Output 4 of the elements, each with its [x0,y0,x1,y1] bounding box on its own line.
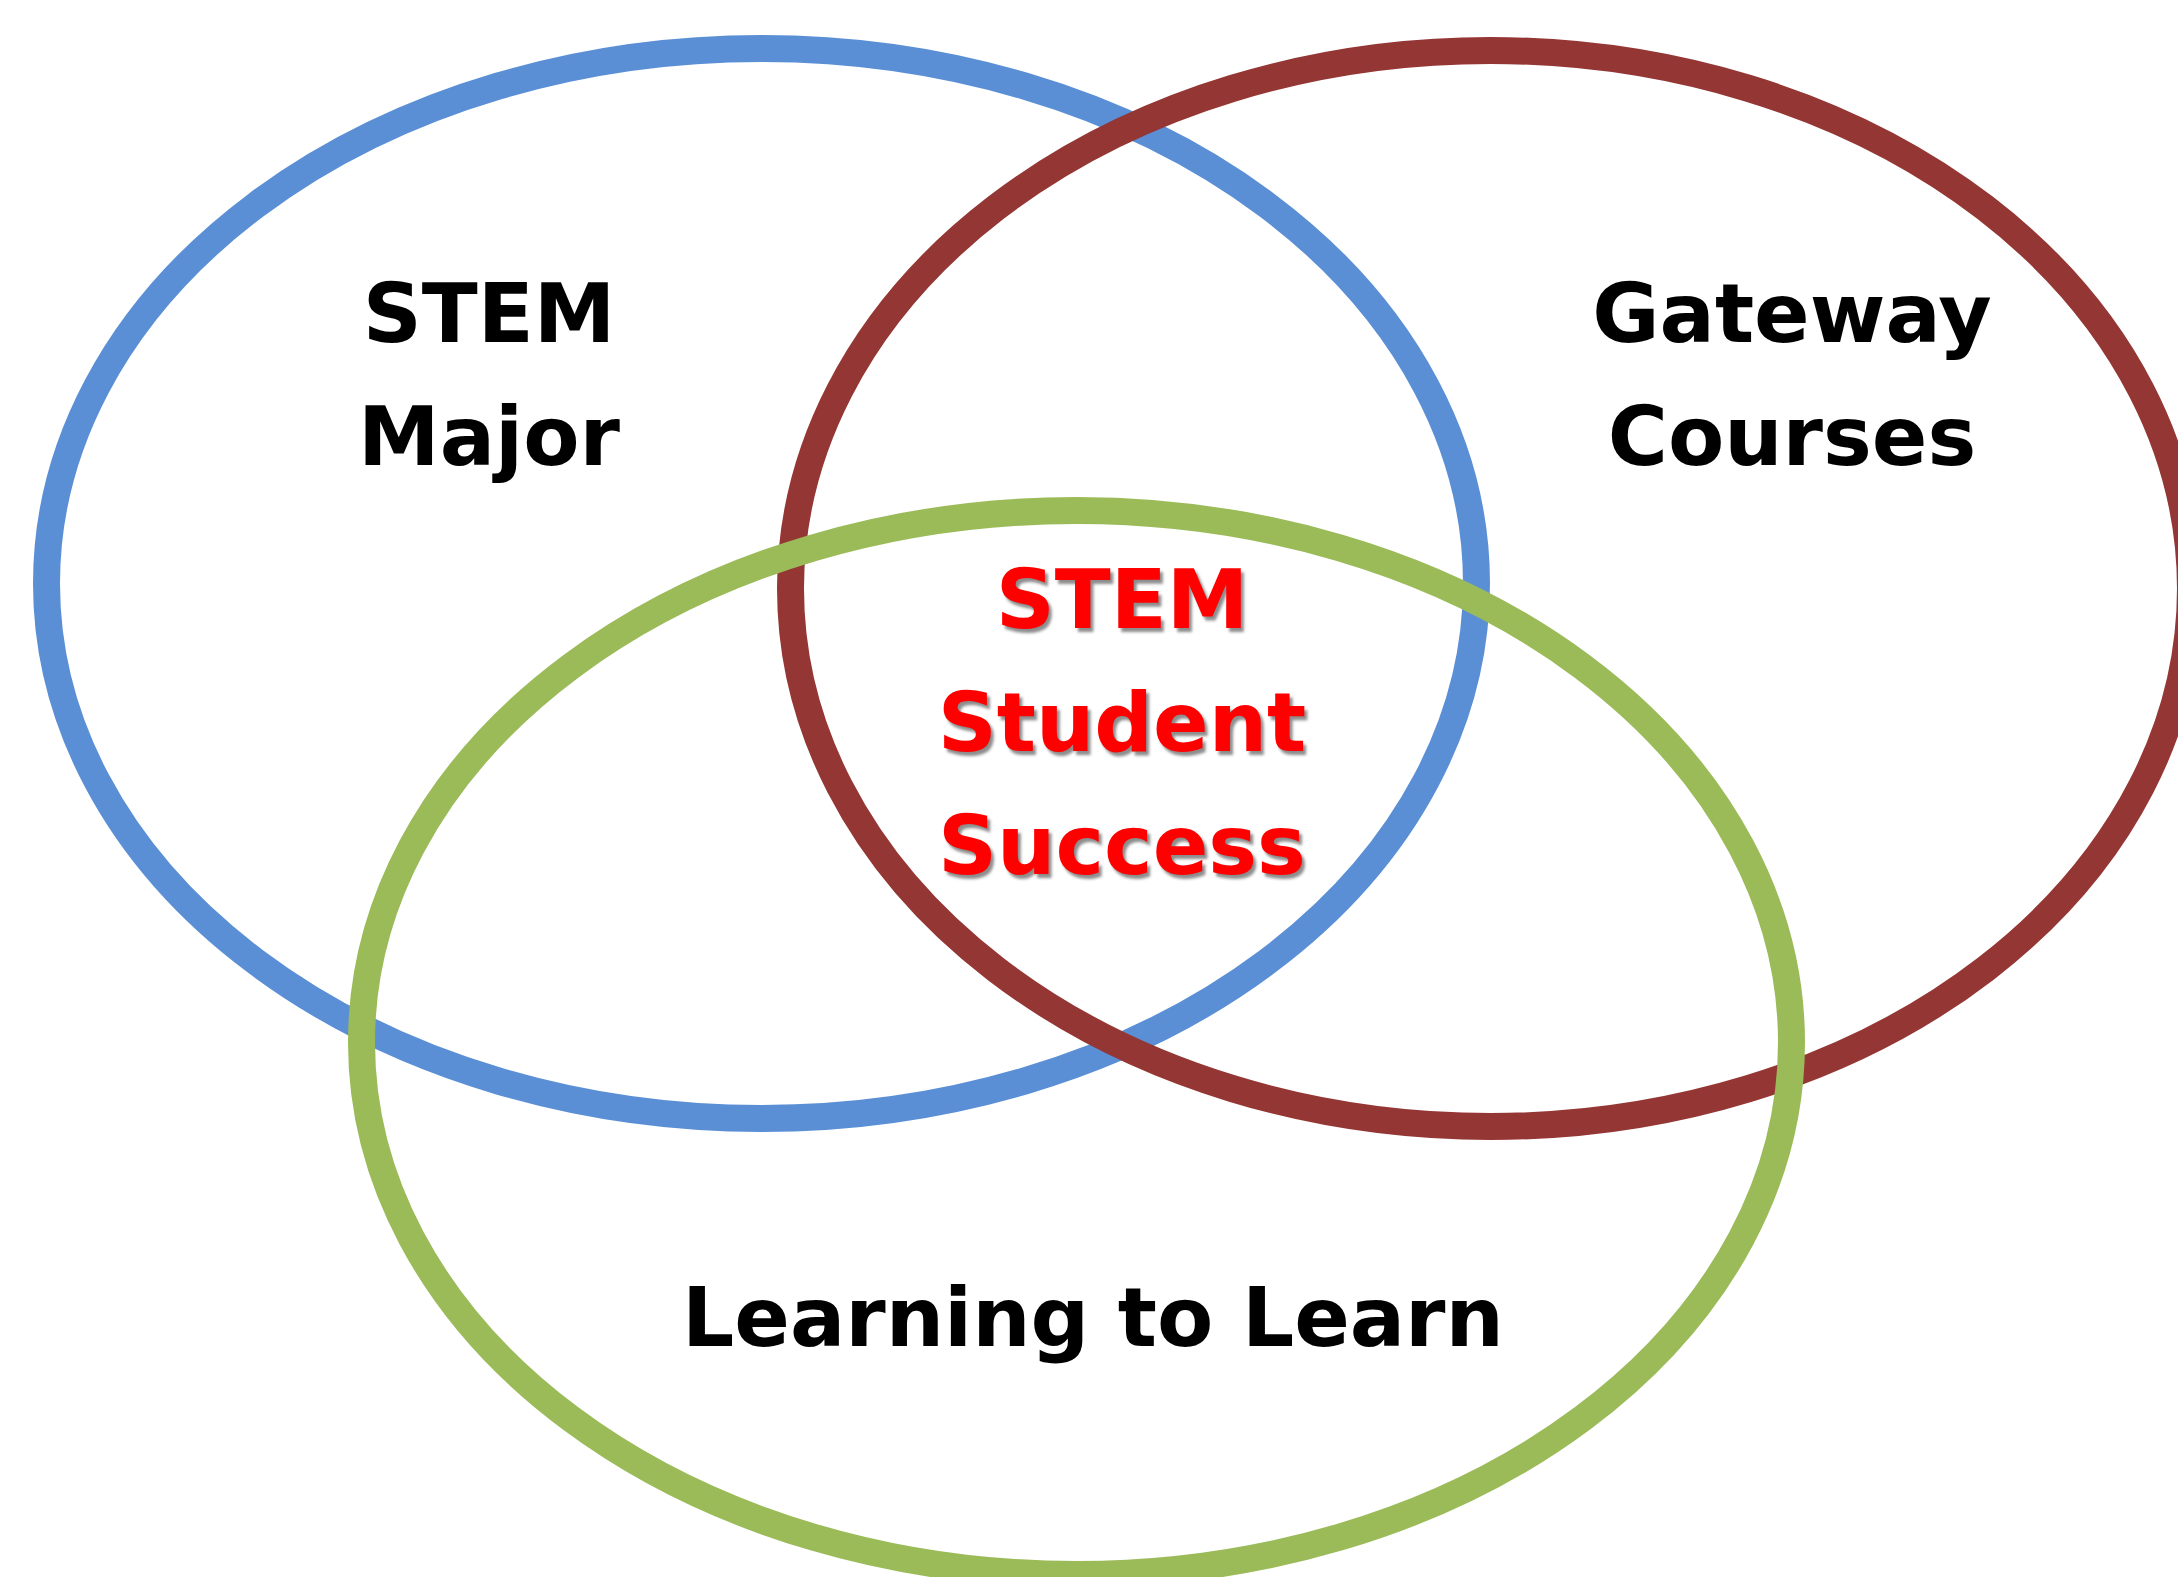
circle-label: STEM Major [358,265,620,486]
circle-label: Gateway Courses [1592,265,1992,486]
center-label: STEM Student Success [937,550,1307,895]
circle-label: Learning to Learn [682,1268,1504,1367]
